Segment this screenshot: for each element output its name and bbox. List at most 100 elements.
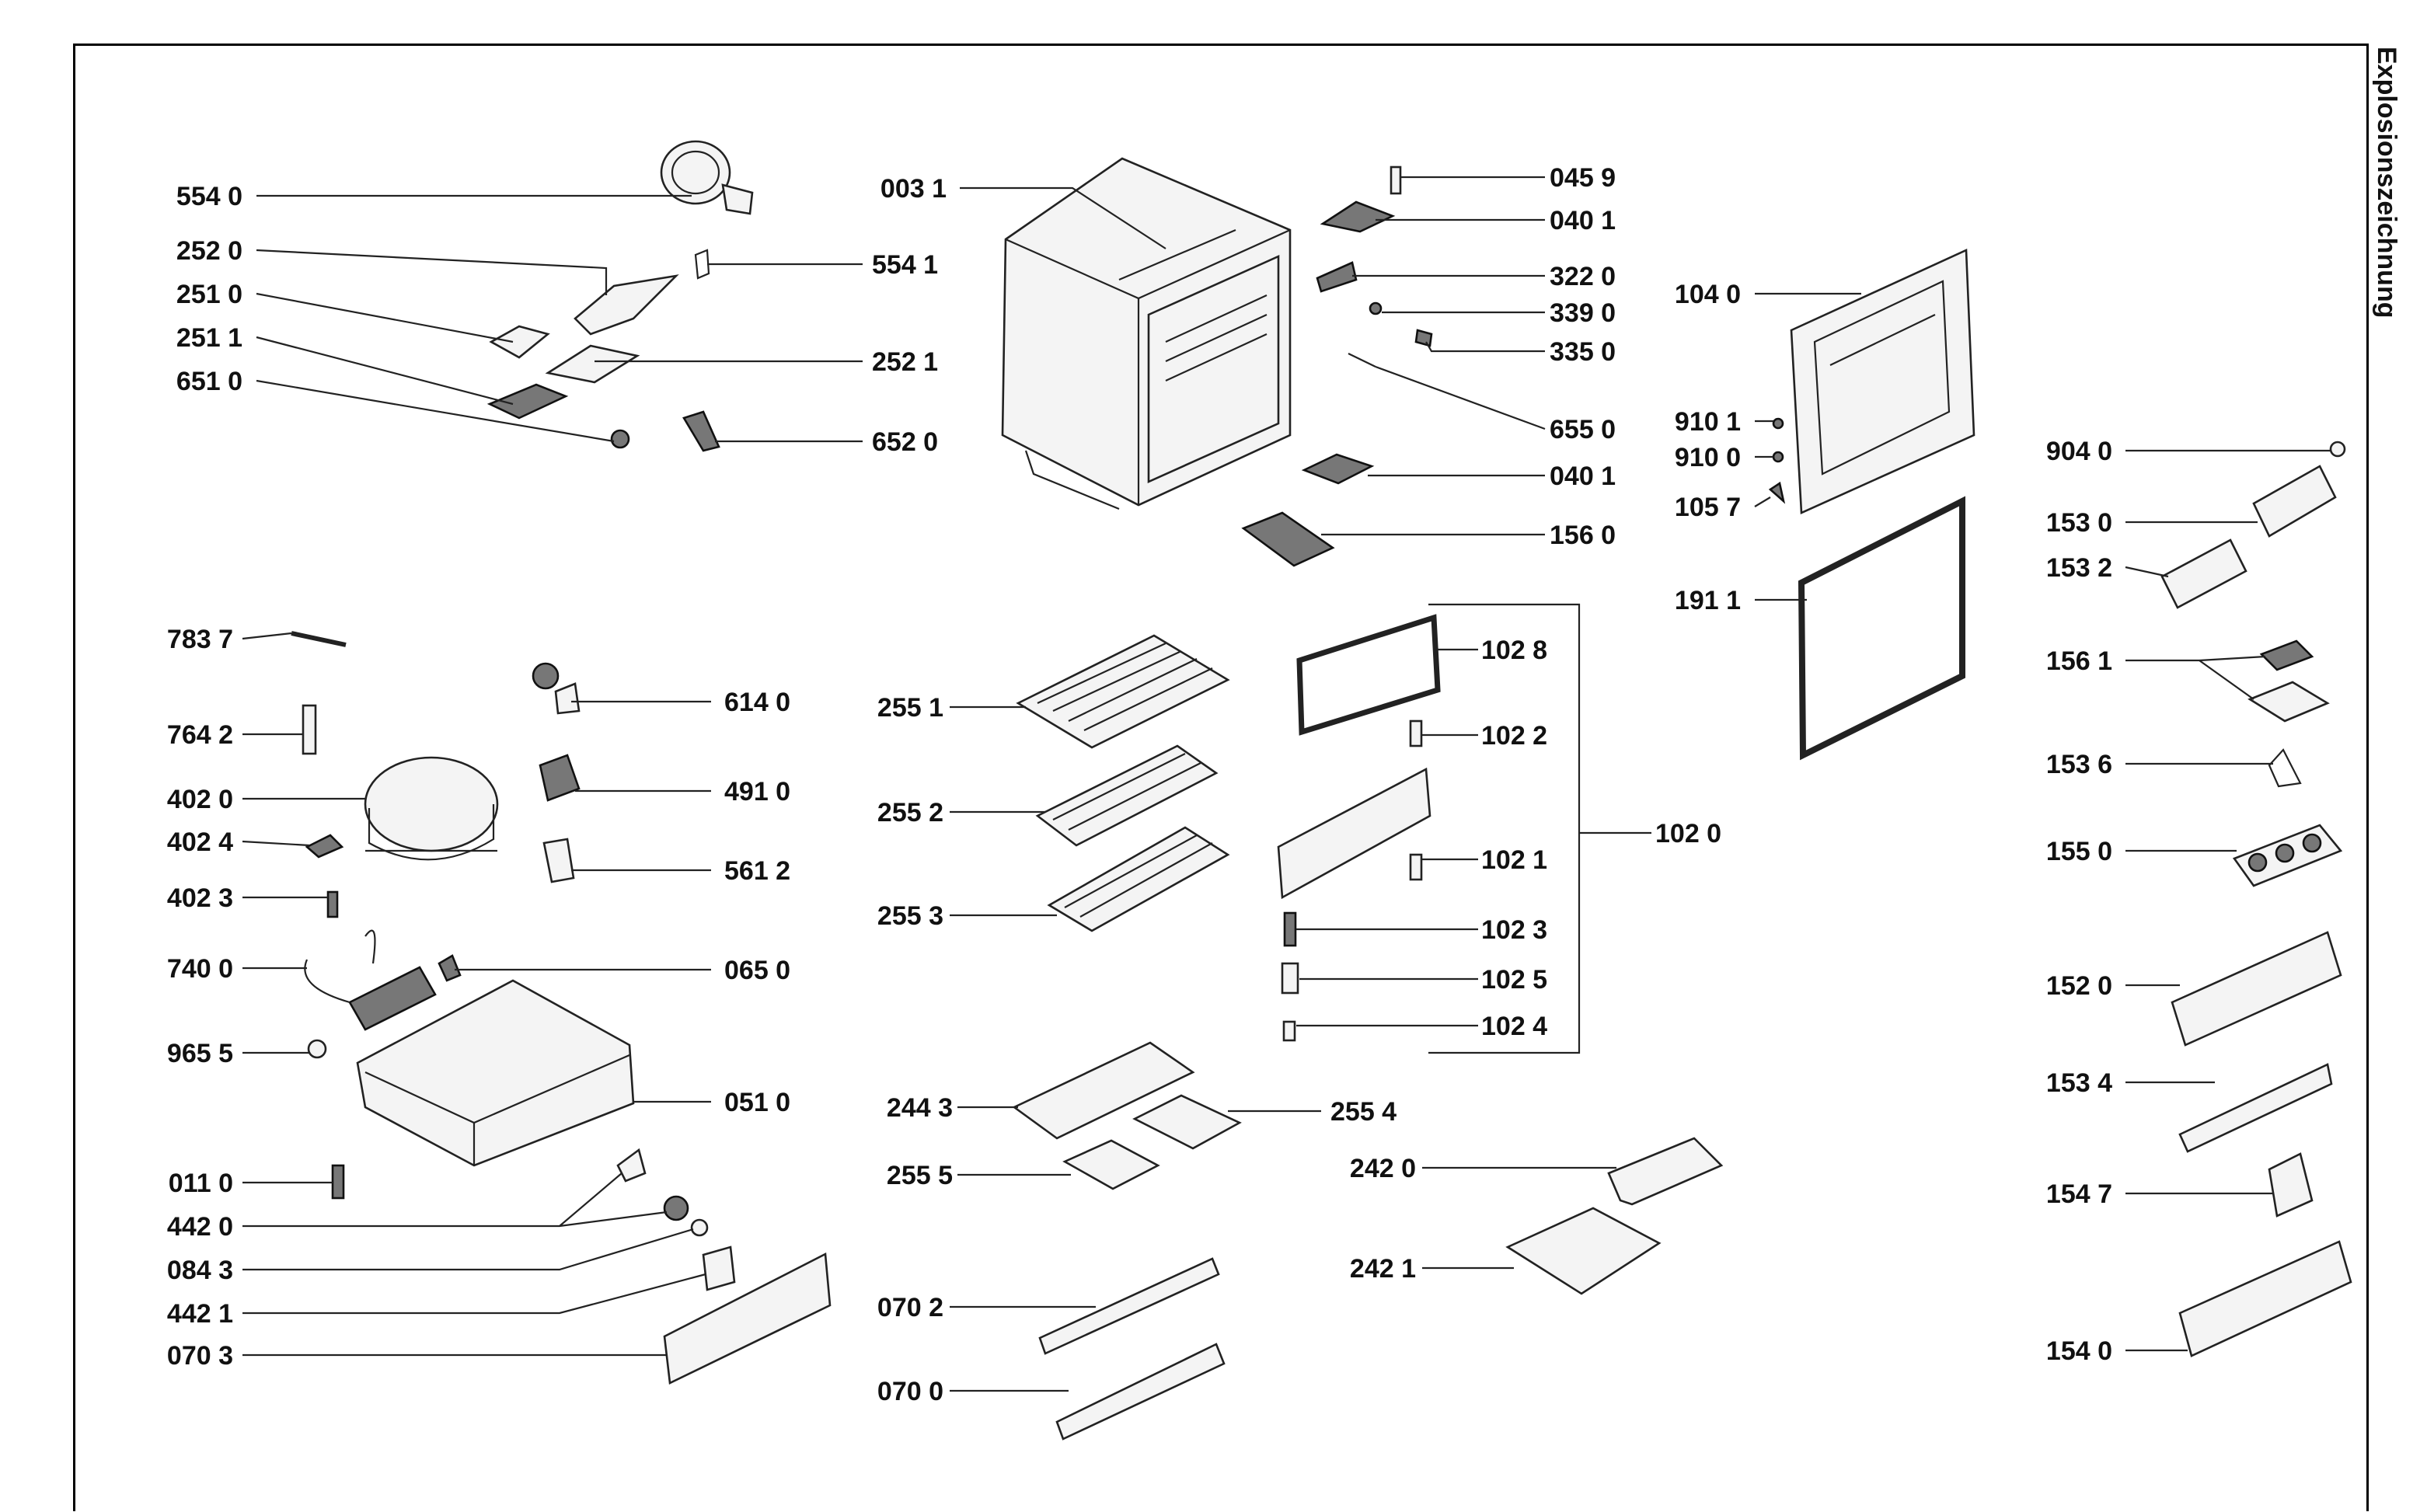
- leader-0031: [960, 186, 1166, 249]
- label-1520: 152 0: [2046, 971, 2112, 1001]
- ice-cube-part: [2259, 639, 2314, 671]
- door-part: [1790, 249, 1975, 514]
- trim-lower-part: [1055, 1343, 1226, 1441]
- label-6140: 614 0: [724, 688, 790, 717]
- label-4910: 491 0: [724, 777, 790, 807]
- label-1020: 102 0: [1655, 819, 1721, 848]
- label-0510: 051 0: [724, 1088, 790, 1117]
- label-2520: 252 0: [176, 236, 242, 266]
- label-2521: 252 1: [872, 347, 938, 377]
- label-9101: 910 1: [1675, 407, 1741, 437]
- drawer-guide-a-part: [1062, 1139, 1160, 1190]
- label-2420: 242 0: [1350, 1154, 1416, 1183]
- bulb-part: [610, 429, 630, 449]
- tube-part: [291, 631, 347, 647]
- label-1023: 102 3: [1481, 915, 1547, 945]
- label-1024: 102 4: [1481, 1012, 1547, 1041]
- label-1040: 104 0: [1675, 280, 1741, 309]
- label-3390: 339 0: [1550, 298, 1616, 328]
- label-0650: 065 0: [724, 956, 790, 985]
- switch-part: [542, 838, 575, 883]
- filter-part: [302, 704, 317, 755]
- door-bin-lower-part: [2178, 1240, 2352, 1357]
- label-0702: 070 2: [877, 1293, 943, 1322]
- leader-6510: [256, 379, 615, 443]
- leader-1532: [2125, 566, 2169, 578]
- leader-4024: [242, 840, 310, 847]
- knob-part: [663, 1195, 689, 1221]
- label-2554: 255 4: [1330, 1097, 1397, 1127]
- label-2552: 255 2: [877, 798, 943, 827]
- clip-b-part: [1409, 853, 1423, 881]
- label-7400: 740 0: [167, 954, 233, 984]
- knob-ring-part: [690, 1218, 709, 1237]
- base-trim-part: [663, 1252, 832, 1385]
- label-3220: 322 0: [1550, 262, 1616, 291]
- label-1536: 153 6: [2046, 750, 2112, 779]
- upper-hinge-part: [1320, 200, 1396, 233]
- leader-3350: [1425, 341, 1545, 353]
- label-0843: 084 3: [167, 1256, 233, 1285]
- label-1028: 102 8: [1481, 636, 1547, 665]
- fan-bracket-part: [554, 682, 581, 715]
- ice-tray-part: [1241, 511, 1335, 567]
- label-1560: 156 0: [1550, 521, 1616, 550]
- label-1547: 154 7: [2046, 1179, 2112, 1209]
- drawer-guide-b-part: [1132, 1094, 1242, 1150]
- label-2510: 251 0: [176, 280, 242, 309]
- label-2555: 255 5: [887, 1161, 953, 1190]
- spring-part: [438, 954, 462, 982]
- rod-part: [1348, 353, 1376, 368]
- label-0703: 070 3: [167, 1341, 233, 1371]
- leader-1057: [1754, 496, 1771, 507]
- leader-0843: [242, 1228, 694, 1271]
- frame-gasket-part: [1296, 614, 1441, 736]
- clip-a-part: [1409, 719, 1423, 747]
- panel-part: [545, 344, 640, 384]
- door-pin-part: [1768, 481, 1786, 504]
- condenser-part: [304, 929, 437, 1031]
- butter-lid-part: [2160, 538, 2247, 609]
- leader-1561: [2125, 655, 2266, 700]
- leader-4421: [242, 1273, 706, 1315]
- leader-2510: [256, 292, 514, 343]
- label-0401b: 040 1: [1550, 462, 1616, 491]
- label-0031: 003 1: [880, 174, 947, 204]
- label-5541: 554 1: [872, 250, 938, 280]
- label-2443: 244 3: [887, 1093, 953, 1123]
- tray-frame-part: [2247, 681, 2330, 723]
- grille-part: [486, 383, 569, 420]
- label-1561: 156 1: [2046, 646, 2112, 676]
- door-bin-upper-part: [2171, 931, 2342, 1047]
- leader-6550: [1375, 365, 1546, 430]
- screw-foot-part: [331, 1164, 345, 1200]
- small-bin-part: [2268, 1152, 2314, 1218]
- lower-hinge-part: [1301, 453, 1375, 485]
- pin-part: [1390, 165, 1402, 195]
- label-7837: 783 7: [167, 625, 233, 654]
- label-0459: 045 9: [1550, 163, 1616, 193]
- bottle-rack-part: [2178, 1063, 2333, 1153]
- label-5540: 554 0: [176, 182, 242, 211]
- clip-holder-part: [2268, 748, 2302, 788]
- fan-motor-part: [532, 662, 560, 690]
- label-0401a: 040 1: [1550, 206, 1616, 235]
- foot-part: [307, 1039, 327, 1059]
- thermostat-holder-part: [702, 1245, 736, 1291]
- label-4020: 402 0: [167, 785, 233, 814]
- label-1532: 153 2: [2046, 553, 2112, 583]
- leader-2520: [256, 249, 608, 295]
- label-7642: 764 2: [167, 720, 233, 750]
- fan-ring-part: [660, 140, 754, 215]
- label-1025: 102 5: [1481, 965, 1547, 995]
- label-1021: 102 1: [1481, 845, 1547, 875]
- label-2553: 255 3: [877, 901, 943, 931]
- label-0700: 070 0: [877, 1377, 943, 1406]
- freezer-flap-part: [1277, 767, 1431, 900]
- bracket-part: [1316, 261, 1358, 293]
- cap-part: [2329, 441, 2346, 458]
- label-9040: 904 0: [2046, 437, 2112, 466]
- shelf-1-part: [1016, 634, 1230, 749]
- leader-lines: [242, 176, 2331, 1392]
- label-1911: 191 1: [1675, 586, 1741, 615]
